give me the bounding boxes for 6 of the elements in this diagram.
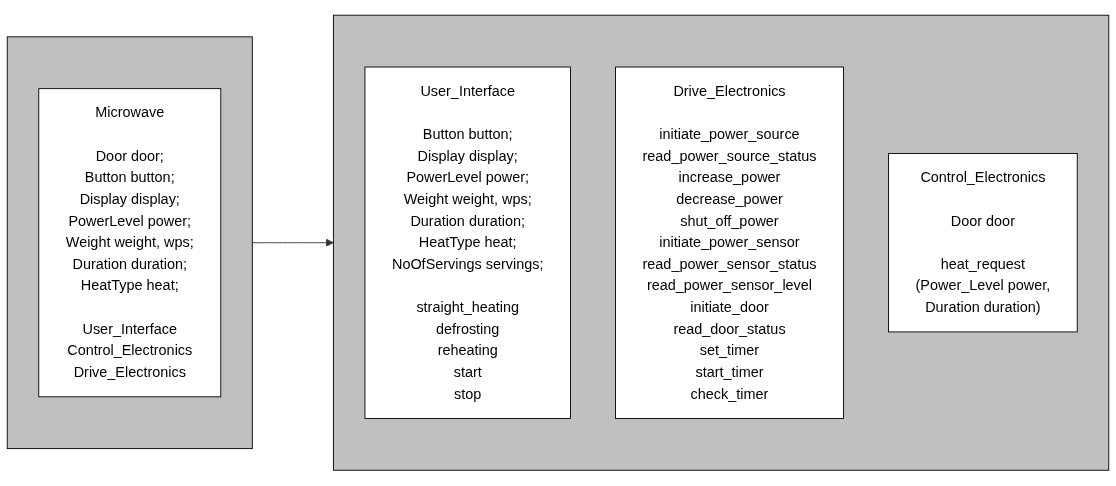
node-box: Drive_Electronics initiate_power_source read_power_source_status increase_power decrease_power shut_off_power initiate_power_sensor read_power_sensor_status read_power_sensor_level initiate_door read_door_status set_timer start_timer check_timer bbox=[615, 66, 844, 420]
cluster bbox=[332, 15, 1110, 471]
cluster bbox=[6, 36, 253, 450]
node-box: Control_Electronics Door door heat_request (Power_Level power, Duration duration) bbox=[888, 153, 1078, 333]
node-box: User_Interface Button button; Display display; PowerLevel power; Weight weight, wps; Duration duration; HeatType heat; NoOfServings servings; straight_heating defrosting reheating start stop bbox=[364, 66, 571, 420]
node-box: Microwave Door door; Button button; Display display; PowerLevel power; Weight weight, wps; Duration duration; HeatType heat; User_Interface Control_Electronics Drive_Electronics bbox=[38, 88, 222, 398]
